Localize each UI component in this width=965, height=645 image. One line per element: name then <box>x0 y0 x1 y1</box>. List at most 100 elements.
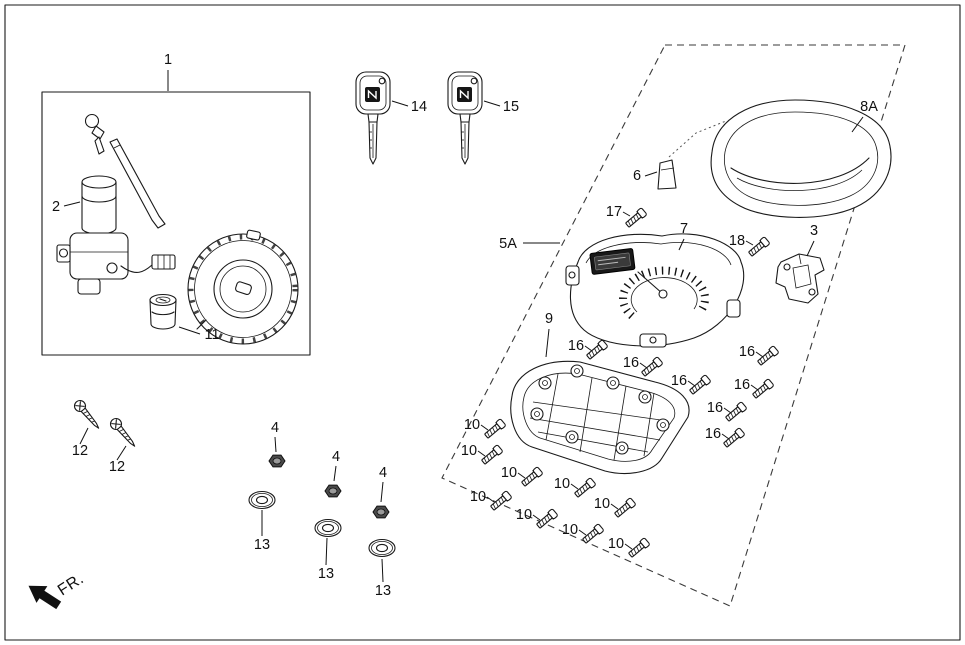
callout-4: 4 <box>271 420 279 453</box>
callout-label-5a: 5A <box>499 236 517 252</box>
callout-label-2: 2 <box>52 199 60 215</box>
callout-16: 16 <box>734 377 759 393</box>
callout-label-18: 18 <box>729 233 745 249</box>
callout-label-3: 3 <box>810 223 818 239</box>
callout-4: 4 <box>379 465 387 503</box>
callout-12: 12 <box>72 427 89 459</box>
callout-10: 10 <box>470 489 495 505</box>
callout-6: 6 <box>633 168 658 184</box>
callout-10: 10 <box>608 536 633 552</box>
callout-label-16: 16 <box>705 426 721 442</box>
fr-label: FR. <box>55 570 87 599</box>
callout-16: 16 <box>671 373 696 389</box>
callout-label-13: 13 <box>318 566 334 582</box>
callout-label-17: 17 <box>606 204 622 220</box>
callout-label-16: 16 <box>671 373 687 389</box>
callout-12: 12 <box>109 445 127 475</box>
ignition-switch-drawing <box>56 113 176 295</box>
callout-10: 10 <box>461 443 486 459</box>
nut-icon <box>268 454 286 468</box>
screw-icon <box>721 427 746 450</box>
damper-drawing <box>657 120 727 190</box>
callout-label-16: 16 <box>568 338 584 354</box>
callout-label-9: 9 <box>545 311 553 327</box>
callout-label-16: 16 <box>739 344 755 360</box>
screw-icon <box>750 378 775 401</box>
bracket-drawing <box>775 253 825 304</box>
washer-icon <box>368 538 396 558</box>
callout-8a: 8A <box>851 99 878 133</box>
lock-cylinder-drawing <box>149 293 177 330</box>
callout-label-10: 10 <box>501 465 517 481</box>
callout-16: 16 <box>623 355 648 371</box>
callout-5a: 5A <box>499 236 560 252</box>
callout-label-16: 16 <box>623 355 639 371</box>
callout-3: 3 <box>806 223 818 257</box>
callout-label-8a: 8A <box>860 99 878 115</box>
callout-label-7: 7 <box>680 221 688 237</box>
group-1-outline <box>41 91 311 356</box>
callout-label-16: 16 <box>707 400 723 416</box>
callout-label-12: 12 <box>72 443 88 459</box>
washer-icon <box>248 490 276 510</box>
callout-4: 4 <box>332 449 340 482</box>
fuel-cap-drawing <box>187 229 299 345</box>
callout-label-10: 10 <box>594 496 610 512</box>
screw-icon <box>687 374 712 397</box>
callout-label-10: 10 <box>608 536 624 552</box>
callout-18: 18 <box>729 233 754 249</box>
hardware-group: 12 12 4 4 4 13 13 13 <box>71 397 396 599</box>
screw-icon <box>746 236 771 259</box>
nut-icon <box>372 505 390 519</box>
callout-11: 11 <box>178 326 220 343</box>
screw-icon <box>723 401 748 424</box>
callout-label-10: 10 <box>516 507 532 523</box>
callout-16: 16 <box>707 400 732 416</box>
callout-label-4: 4 <box>332 449 340 465</box>
callout-16: 16 <box>739 344 764 360</box>
screw-icon <box>755 345 780 368</box>
callout-label-15: 15 <box>503 99 519 115</box>
callout-16: 16 <box>568 338 593 354</box>
meter-visor-drawing <box>710 99 892 218</box>
nut-icon <box>324 484 342 498</box>
callout-9: 9 <box>545 311 553 358</box>
callout-label-14: 14 <box>411 99 427 115</box>
group-1-box: 1 2 11 <box>41 52 311 356</box>
assembly-dashed-outline <box>441 44 906 607</box>
callout-13: 13 <box>318 537 334 582</box>
meter-case-drawing <box>510 360 690 474</box>
screw-icon <box>623 207 648 230</box>
screw-icon <box>584 339 609 362</box>
callout-13: 13 <box>254 510 270 553</box>
callout-label-4: 4 <box>271 420 279 436</box>
fr-arrow-icon <box>28 585 62 610</box>
callout-10: 10 <box>594 496 619 512</box>
callout-label-10: 10 <box>554 476 570 492</box>
callout-label-10: 10 <box>470 489 486 505</box>
fr-direction: FR. <box>28 570 87 610</box>
tapping-screw-icon <box>107 415 140 451</box>
callout-14: 14 <box>391 99 427 115</box>
callout-label-13: 13 <box>254 537 270 553</box>
callout-10: 10 <box>562 522 587 538</box>
callout-2: 2 <box>52 199 81 215</box>
callout-label-10: 10 <box>562 522 578 538</box>
callout-label-10: 10 <box>464 417 480 433</box>
callout-10: 10 <box>516 507 541 523</box>
callout-label-11: 11 <box>204 327 219 343</box>
tapping-screw-icon <box>71 397 104 433</box>
callout-1: 1 <box>164 52 172 91</box>
callout-label-13: 13 <box>375 583 391 599</box>
callout-label-16: 16 <box>734 377 750 393</box>
callout-label-1: 1 <box>164 52 172 68</box>
callout-7: 7 <box>678 221 688 251</box>
callout-label-12: 12 <box>109 459 125 475</box>
callout-17: 17 <box>606 204 631 220</box>
callout-label-4: 4 <box>379 465 387 481</box>
key-15-drawing <box>447 71 483 165</box>
callout-15: 15 <box>483 99 519 115</box>
callout-label-10: 10 <box>461 443 477 459</box>
